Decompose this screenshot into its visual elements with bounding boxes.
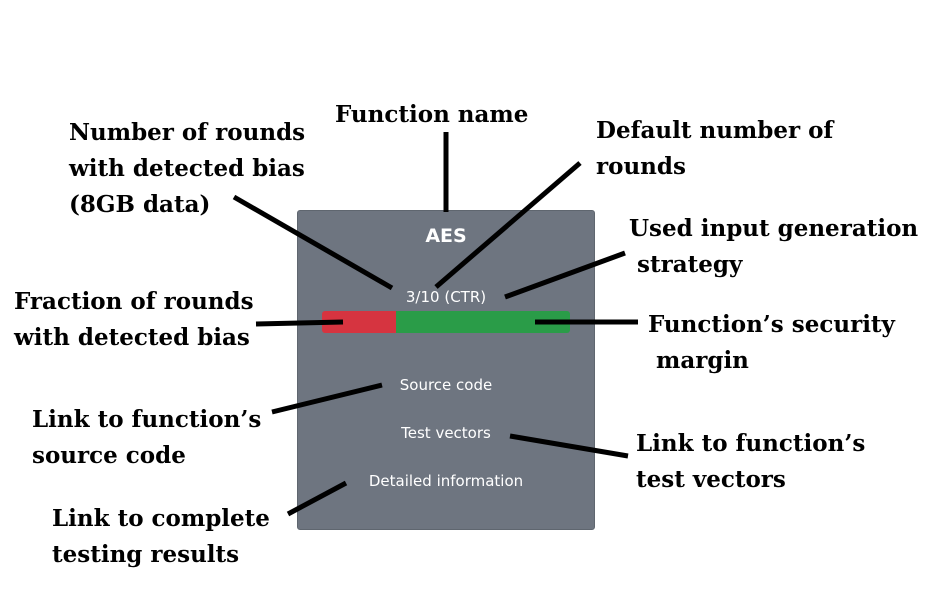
biased-rounds-count: 3	[405, 288, 416, 306]
input-strategy: CTR	[450, 288, 481, 306]
pointer-input-strategy	[504, 250, 626, 300]
biased-rounds-fill	[322, 311, 397, 333]
security-margin-bar	[322, 311, 570, 333]
annotation-default-rounds: Default number of rounds	[596, 117, 834, 180]
mode-close-paren: )	[480, 288, 487, 306]
pointer-source-code	[271, 382, 383, 415]
source-code-link[interactable]: Source code	[399, 376, 493, 394]
rounds-indicator: 3/10 (CTR)	[298, 288, 594, 306]
test-vectors-link[interactable]: Test vectors	[401, 424, 491, 442]
security-margin-fill	[396, 311, 570, 333]
pointer-rounds-bias	[232, 194, 394, 291]
annotation-rounds-detected-bias: Number of rounds with detected bias (8GB…	[69, 119, 306, 218]
annotation-input-strategy: Used input generation strategy	[629, 215, 919, 278]
pointer-default-rounds	[434, 161, 582, 289]
annotation-link-vectors: Link to function’s test vectors	[636, 430, 866, 493]
annotation-fraction-bias: Fraction of rounds with detected bias	[14, 288, 254, 351]
pointer-test-vectors	[509, 433, 629, 459]
function-name: AES	[425, 225, 467, 247]
annotation-security-margin: Function’s security margin	[648, 311, 895, 374]
annotation-link-source: Link to function’s source code	[32, 406, 262, 469]
default-rounds-count: 10	[420, 288, 440, 306]
annotation-function-name: Function name	[335, 101, 529, 128]
mode-open-paren: (	[439, 288, 451, 306]
pointer-fraction-bias	[255, 319, 344, 327]
function-card: AES 3/10 (CTR) Source code Test vectors …	[297, 210, 595, 530]
rounds-separator: /	[415, 288, 421, 306]
pointer-detailed-info	[286, 480, 348, 517]
annotation-link-results: Link to complete testing results	[52, 505, 270, 568]
detailed-information-link[interactable]: Detailed information	[368, 472, 524, 490]
